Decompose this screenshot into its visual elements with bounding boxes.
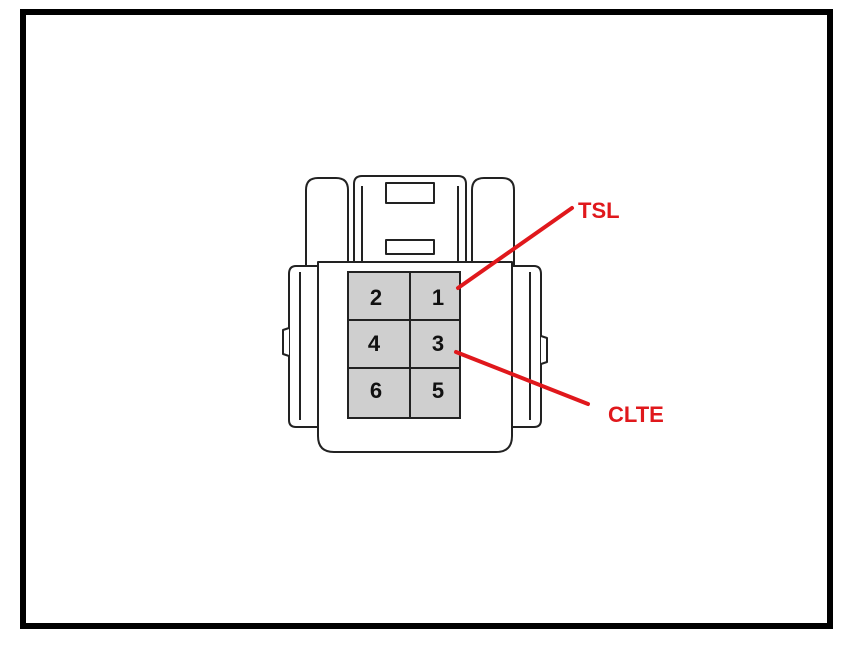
latch-window-lower [385,239,435,255]
tsl-leader-line [456,206,574,290]
callouts: TSL CLTE [454,198,664,427]
pin-label-6: 6 [370,378,382,403]
side-rail-left [288,265,321,428]
latch-right [471,177,515,271]
latch-left [305,177,349,271]
latch-center [353,175,467,271]
side-rail-right [509,265,542,428]
pin-label-5: 5 [432,378,444,403]
pin-label-1: 1 [432,285,444,310]
pin-label-3: 3 [432,331,444,356]
pin-face-background [347,271,461,419]
side-rail-left-bump [282,327,290,357]
pin-label-2: 2 [370,285,382,310]
clte-leader-line [454,350,590,406]
tsl-label: TSL [578,198,620,223]
clte-label: CLTE [608,402,664,427]
pin-face: 2 1 4 3 6 5 [347,271,461,419]
side-rail-right-bump [540,335,548,365]
pin-label-4: 4 [368,331,381,356]
latch-window-top [385,182,435,204]
